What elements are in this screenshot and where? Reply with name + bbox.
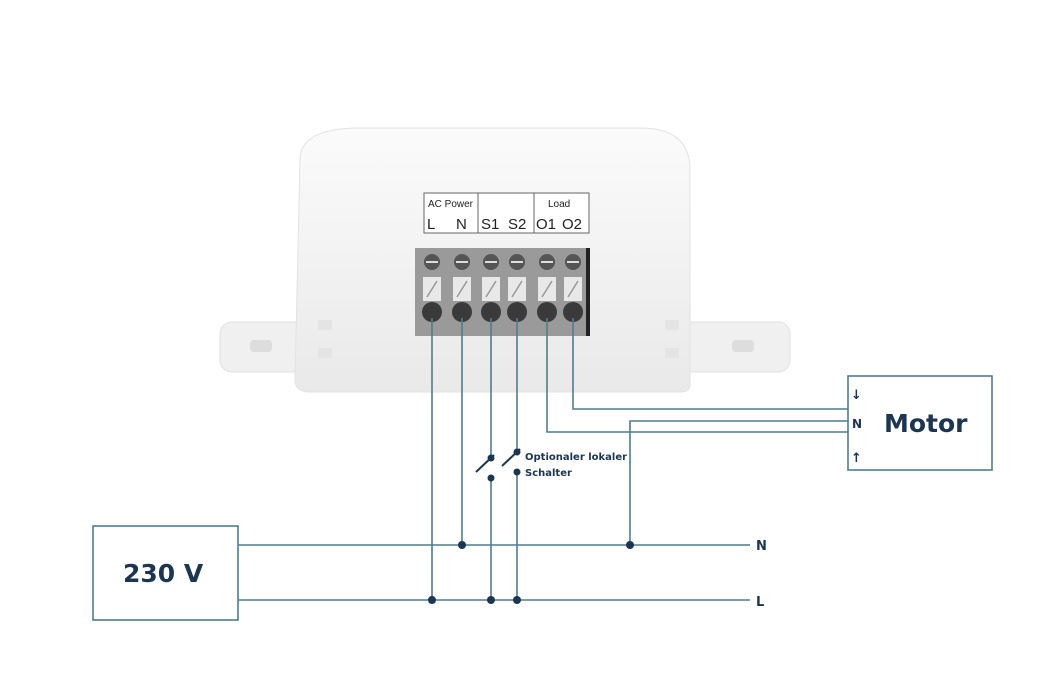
switch-label-line2: Schalter	[525, 468, 572, 479]
terminal-wire-screw	[452, 302, 472, 322]
terminal-label-n: N	[456, 216, 467, 233]
motor-direction-1-icon: ↓	[851, 388, 862, 403]
neutral-line-label: N	[756, 539, 767, 554]
terminal-wire-screw	[422, 302, 442, 322]
clamp-mark	[485, 280, 497, 298]
screw-hole-right	[732, 340, 754, 352]
switch-label-line1: Optionaler lokaler	[525, 452, 627, 463]
ac-power-label: AC Power	[428, 199, 474, 210]
terminal-wire-screw	[507, 302, 527, 322]
clamp-mark	[567, 280, 579, 298]
switch-contacts	[475, 448, 521, 473]
terminal-wire-screw	[537, 302, 557, 322]
motor-title: Motor	[884, 409, 968, 438]
terminal-screws	[422, 254, 583, 322]
motor-box	[847, 375, 993, 471]
wires	[238, 318, 848, 601]
wire-motor-neutral	[629, 420, 848, 545]
clamp-mark	[456, 280, 468, 298]
terminal-wire-screw	[481, 302, 501, 322]
terminal-label-s1: S1	[481, 216, 499, 233]
motor-direction-2-icon: ↑	[851, 451, 862, 466]
supply-box	[92, 525, 239, 621]
clamp-mark	[541, 280, 553, 298]
wire-o2	[572, 318, 848, 410]
screw-hole-left	[250, 340, 272, 352]
terminal-label-l: L	[427, 216, 435, 233]
wire-o1	[546, 318, 848, 433]
supply-voltage: 230 V	[123, 559, 204, 588]
terminal-label-o2: O2	[562, 216, 582, 233]
junction-dots	[428, 448, 634, 604]
clamp-mark	[426, 280, 438, 298]
load-label: Load	[548, 199, 570, 210]
terminal-label-s2: S2	[508, 216, 526, 233]
live-line-label: L	[756, 595, 764, 610]
terminal-wire-screw	[563, 302, 583, 322]
actuator-device: AC Power Load L N S1 S2 O1 O2	[219, 127, 791, 393]
terminal-label-box	[423, 192, 590, 234]
terminal-block	[415, 248, 590, 336]
terminal-label-o1: O1	[536, 216, 556, 233]
motor-neutral-label: N	[852, 417, 862, 431]
clamp-mark	[511, 280, 523, 298]
